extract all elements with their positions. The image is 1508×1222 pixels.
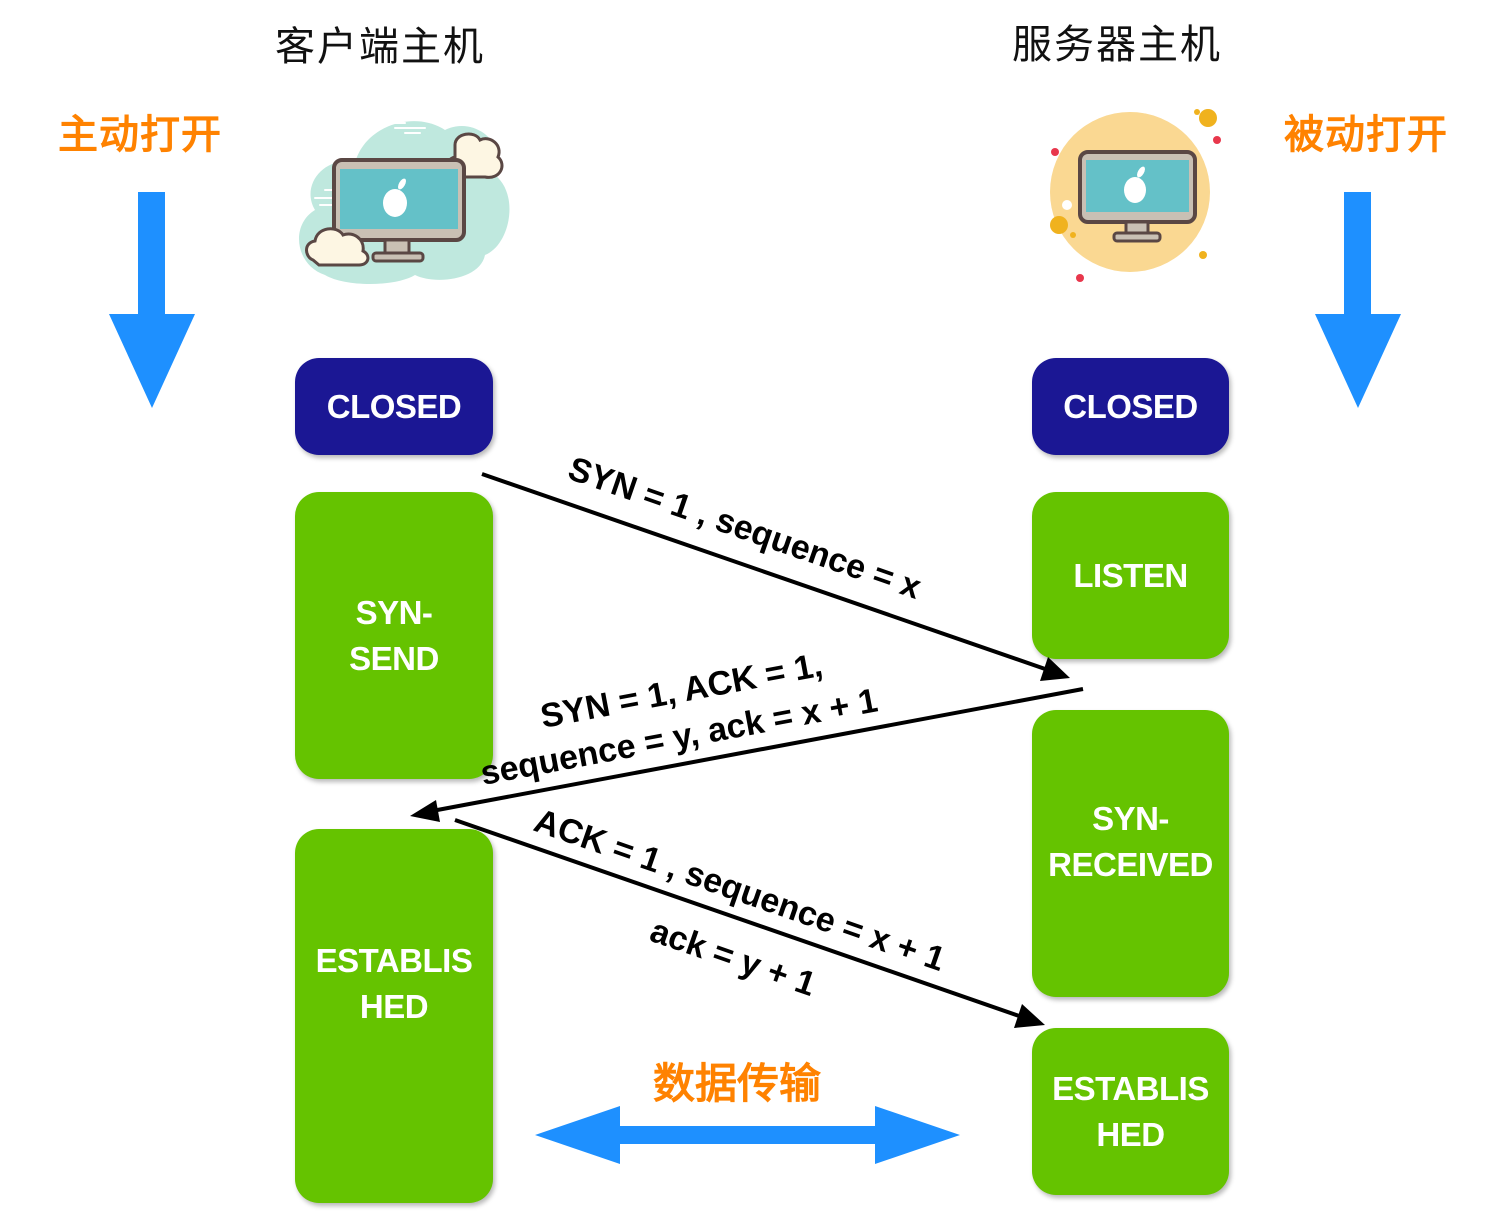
syn-arrow	[481, 472, 1070, 681]
server-host-title: 服务器主机	[1012, 22, 1222, 68]
server-state-closed: CLOSED	[1032, 358, 1229, 455]
client-state-syn-send-label: SYN- SEND	[349, 593, 439, 677]
server-state-syn-received-label: SYN- RECEIVED	[1048, 799, 1213, 883]
client-state-established: ESTABLIS HED	[295, 829, 493, 1203]
ack-arrow	[454, 818, 1045, 1028]
server-state-listen: LISTEN	[1032, 492, 1229, 659]
server-state-established: ESTABLIS HED	[1032, 1028, 1229, 1195]
data-transfer-double-arrow-icon	[535, 1106, 960, 1164]
passive-open-down-arrow-icon	[1315, 192, 1401, 408]
client-state-closed: CLOSED	[295, 358, 493, 455]
ack-arrowhead-icon	[1014, 1004, 1045, 1028]
client-state-closed-label: CLOSED	[326, 387, 462, 425]
server-imac-sun-icon	[1050, 109, 1221, 282]
client-host-title: 客户端主机	[275, 24, 485, 70]
active-open-down-arrow-icon	[109, 192, 195, 408]
client-imac-cloud-icon	[298, 121, 510, 284]
active-open-label: 主动打开	[58, 112, 222, 158]
server-state-listen-label: LISTEN	[1073, 556, 1188, 594]
syn-arrowhead-icon	[1040, 657, 1070, 681]
data-transfer-label: 数据传输	[653, 1059, 822, 1108]
server-state-established-label: ESTABLIS HED	[1052, 1069, 1209, 1153]
syn-message-label: SYN = 1 , sequence = x	[563, 450, 926, 607]
syn-ack-arrowhead-icon	[410, 800, 440, 822]
syn-ack-arrow	[410, 687, 1084, 822]
client-state-established-label: ESTABLIS HED	[315, 941, 473, 1025]
client-state-syn-send: SYN- SEND	[295, 492, 493, 779]
server-state-syn-received: SYN- RECEIVED	[1032, 710, 1229, 997]
server-state-closed-label: CLOSED	[1063, 387, 1198, 425]
passive-open-label: 被动打开	[1284, 112, 1448, 158]
